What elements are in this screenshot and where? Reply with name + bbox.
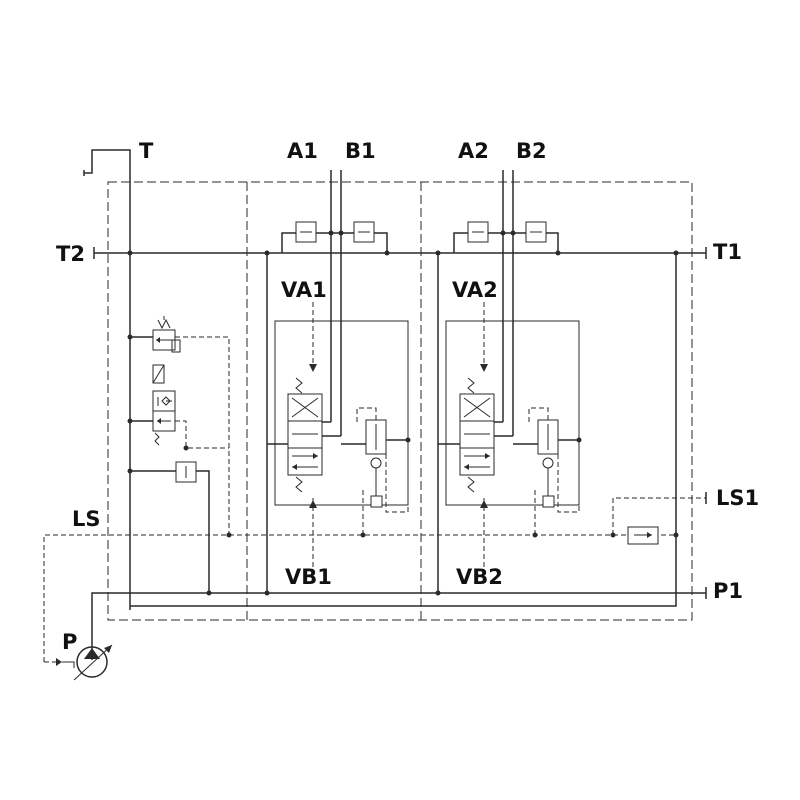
label-t1: T1 (713, 240, 742, 264)
check-icon (370, 457, 382, 469)
label-va2: VA2 (452, 278, 498, 302)
label-t2: T2 (56, 242, 85, 266)
pump-body (76, 646, 108, 678)
label-p1: P1 (713, 579, 743, 603)
label-vb2: VB2 (456, 565, 503, 589)
check-icon (161, 396, 171, 406)
spring-icon (467, 476, 475, 493)
section-frames (107, 181, 693, 621)
tank-line (83, 149, 131, 610)
spring-icon (157, 318, 171, 330)
label-b1: B1 (345, 139, 376, 163)
working-section-2 (437, 170, 582, 593)
spring-icon (295, 476, 303, 493)
label-va1: VA1 (281, 278, 327, 302)
spool-position-b1 (287, 447, 323, 476)
manifold-outline (107, 181, 693, 621)
label-a2: A2 (458, 139, 489, 163)
label-ls1: LS1 (716, 486, 759, 510)
inlet-section (127, 316, 230, 593)
load-sense-line (43, 492, 707, 662)
port-labels: T A1 B1 A2 B2 T2 T1 VA1 VA2 LS1 LS VB1 V… (56, 139, 759, 654)
label-a1: A1 (287, 139, 318, 163)
tank-gallery-t1-t2 (93, 247, 707, 259)
label-p: P (62, 630, 77, 654)
label-ls: LS (72, 507, 101, 531)
spool-position-b2 (459, 447, 495, 476)
label-vb1: VB1 (285, 565, 332, 589)
spring-icon (154, 432, 160, 446)
pump (44, 644, 113, 681)
pressure-gallery-p1 (91, 253, 707, 660)
spring-icon (295, 377, 303, 394)
spring-icon (467, 377, 475, 394)
label-t: T (139, 139, 154, 163)
check-icon (542, 457, 554, 469)
label-b2: B2 (516, 139, 547, 163)
working-section-1 (266, 170, 411, 593)
